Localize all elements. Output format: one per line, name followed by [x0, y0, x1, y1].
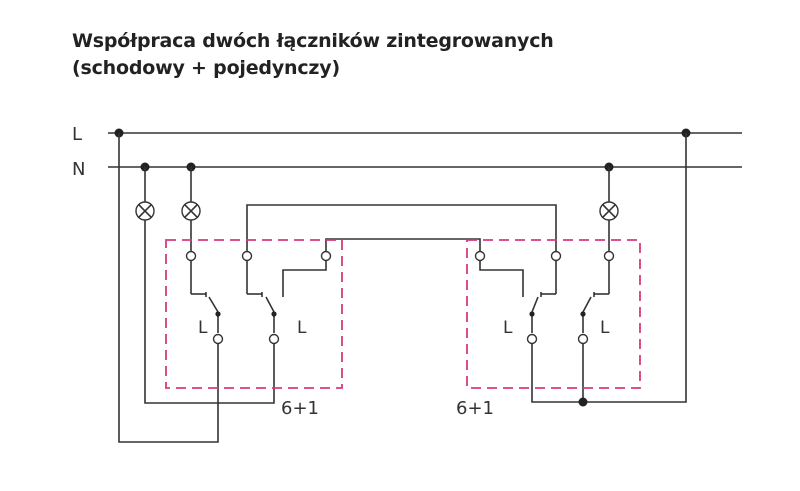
- terminal: [268, 333, 280, 345]
- left-switch: L L 6+1: [165, 239, 343, 419]
- title-line-2: (schodowy + pojedynczy): [72, 57, 340, 79]
- terminal: [526, 333, 538, 345]
- terminal: [241, 250, 253, 262]
- neutral-line-label: N: [72, 159, 85, 180]
- terminal: [474, 250, 486, 262]
- right-switch-label: 6+1: [456, 398, 494, 419]
- lamp-2: [181, 167, 201, 255]
- diagram-title: Współpraca dwóch łączników zintegrowanyc…: [72, 28, 554, 82]
- terminal: [212, 333, 224, 345]
- terminal: [550, 250, 562, 262]
- lamp-3: [599, 167, 619, 255]
- phase-line-label: L: [72, 124, 82, 145]
- left-switch-housing: [165, 239, 343, 389]
- lamp-1: [135, 167, 275, 404]
- right-switch-housing: [466, 239, 641, 389]
- phase-feed-wire: [118, 133, 219, 443]
- left-contact-label-b: L: [297, 318, 307, 338]
- right-switch: L L 6+1: [456, 239, 641, 419]
- terminal: [603, 250, 615, 262]
- right-contact-label-b: L: [600, 318, 610, 338]
- terminal: [320, 250, 332, 262]
- title-line-1: Współpraca dwóch łączników zintegrowanyc…: [72, 30, 554, 52]
- left-switch-label: 6+1: [281, 398, 319, 419]
- junction-dot: [578, 397, 588, 407]
- right-contact-label-a: L: [503, 318, 513, 338]
- traveller-wire-lower: [325, 238, 481, 255]
- traveller-wire-upper: [246, 204, 557, 255]
- terminal: [577, 333, 589, 345]
- phase-feed-wire-right: [582, 133, 687, 403]
- left-contact-label-a: L: [198, 318, 208, 338]
- terminal: [185, 250, 197, 262]
